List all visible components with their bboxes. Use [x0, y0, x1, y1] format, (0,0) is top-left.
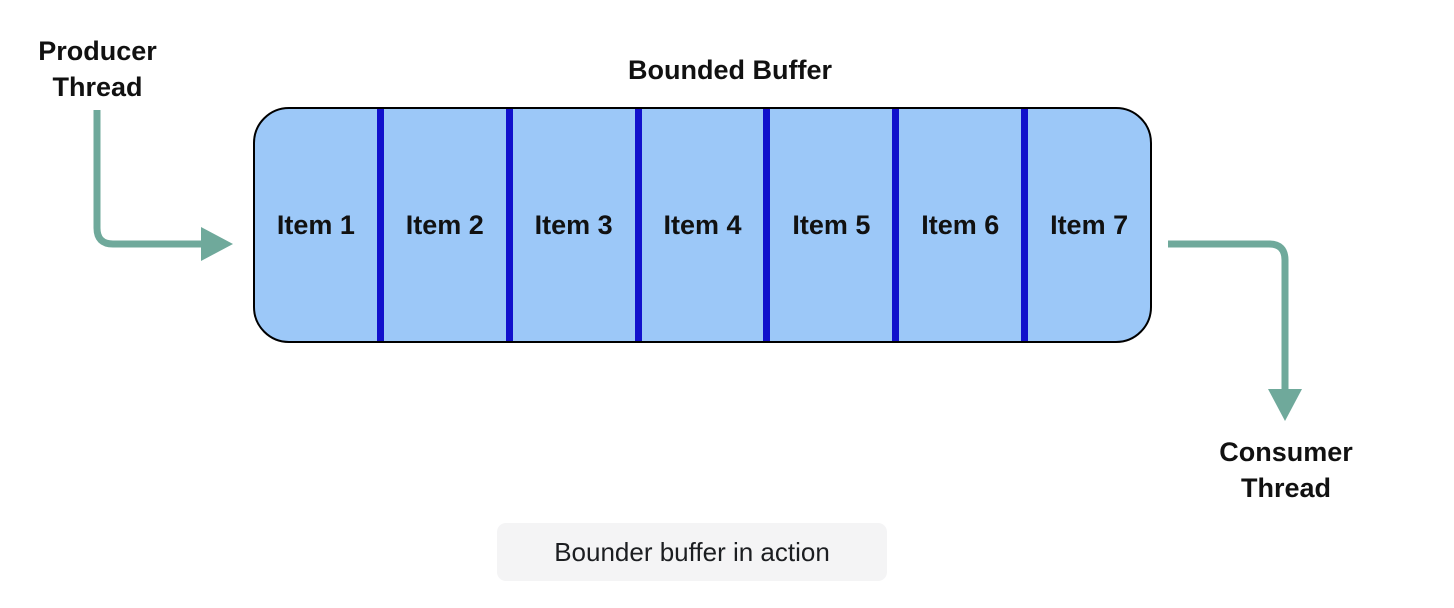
cell-divider	[634, 109, 642, 341]
consumer-thread-label: Consumer Thread	[1195, 434, 1377, 506]
producer-thread-label: Producer Thread	[10, 33, 185, 105]
consumer-arrow	[1168, 240, 1302, 421]
cell-divider	[892, 109, 900, 341]
bounded-buffer: Item 1 Item 2 Item 3 Item 4 Item 5 Item 6 Item…	[253, 107, 1152, 343]
producer-thread-label-line2: Thread	[52, 72, 143, 102]
producer-thread-label-line1: Producer	[38, 36, 157, 66]
consumer-arrowhead	[1268, 389, 1302, 421]
buffer-cell: Item 3	[534, 209, 613, 240]
diagram-caption: Bounder buffer in action	[497, 523, 887, 581]
producer-arrow	[93, 110, 233, 261]
buffer-cell: Item 5	[792, 209, 871, 240]
consumer-thread-label-line2: Thread	[1240, 473, 1332, 503]
cell-divider	[763, 109, 771, 341]
cell-divider	[1021, 109, 1029, 341]
buffer-cell: Item 7	[1050, 209, 1129, 240]
cell-divider	[376, 109, 384, 341]
buffer-cells: Item 1 Item 2 Item 3 Item 4 Item 5 Item 6 Item…	[255, 109, 1150, 341]
consumer-thread-label-line1: Consumer	[1219, 437, 1353, 467]
producer-arrowhead	[201, 227, 233, 261]
buffer-cell: Item 4	[663, 209, 742, 240]
buffer-cell: Item 1	[276, 209, 355, 240]
cell-divider	[505, 109, 513, 341]
buffer-cell: Item 2	[405, 209, 484, 240]
buffer-title: Bounded Buffer	[628, 55, 832, 85]
buffer-cell: Item 6	[921, 209, 1000, 240]
